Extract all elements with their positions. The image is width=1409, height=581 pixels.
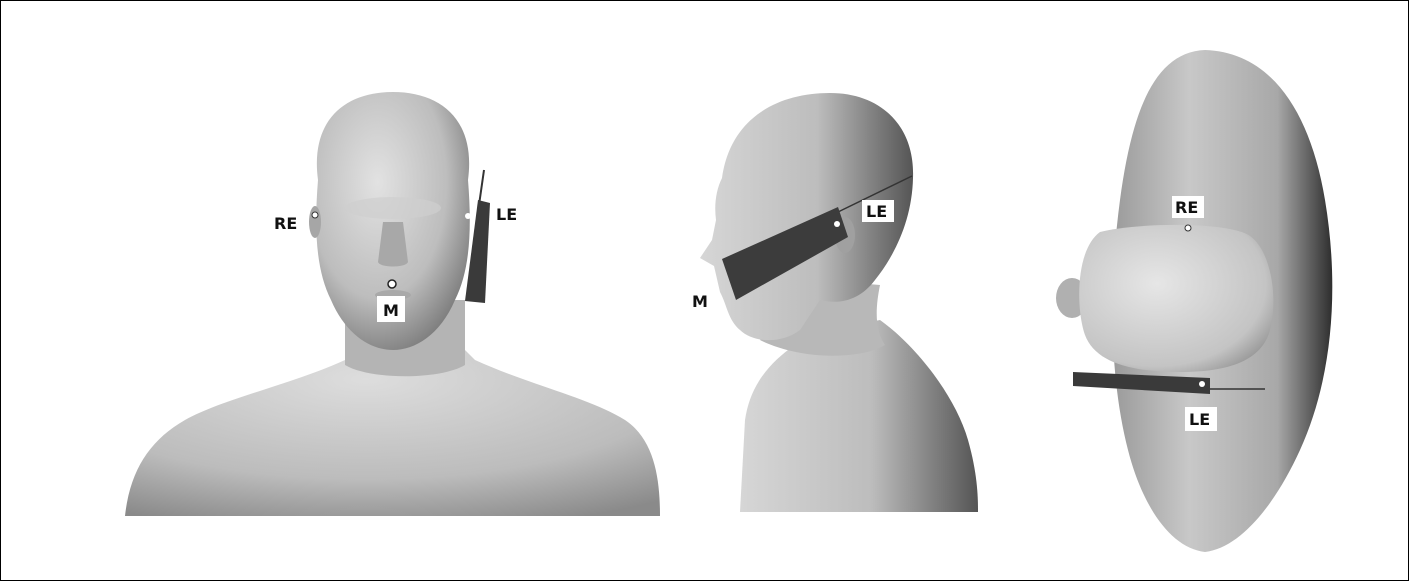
front-device-antenna: [479, 170, 484, 205]
front-label-le: LE: [496, 205, 517, 224]
side-label-le: LE: [866, 202, 887, 221]
front-label-re: RE: [274, 214, 297, 233]
top-right-ear-mic: [1185, 225, 1191, 231]
front-label-m: M: [383, 301, 399, 320]
side-left-ear-mic: [834, 221, 840, 227]
front-ear-right: [309, 206, 321, 238]
top-label-re: RE: [1175, 198, 1198, 217]
front-view: RE LE M: [125, 92, 660, 516]
front-brow: [345, 197, 441, 219]
top-view: RE LE: [1056, 50, 1332, 552]
front-left-ear-mic: [465, 213, 471, 219]
front-right-ear-mic: [312, 212, 318, 218]
front-mouth-mic: [388, 280, 396, 288]
side-label-m: M: [692, 292, 708, 311]
top-label-le: LE: [1189, 410, 1210, 429]
top-head: [1079, 225, 1273, 372]
front-nose: [378, 222, 408, 267]
top-left-ear-mic: [1199, 381, 1205, 387]
side-view: LE M: [690, 93, 978, 512]
